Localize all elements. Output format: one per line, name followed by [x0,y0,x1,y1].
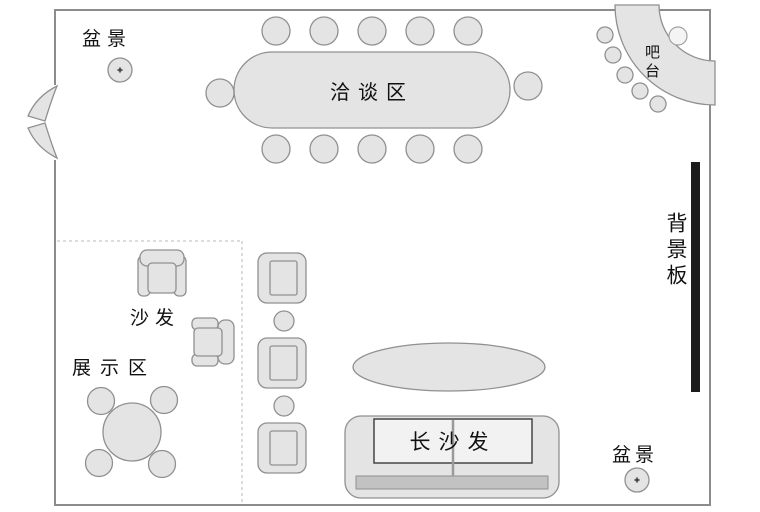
chair [309,16,339,46]
square-chair [257,252,307,304]
door-leaf [27,122,59,160]
plant-top-label: 盆景 [82,29,133,50]
bar-label: 吧台 [643,44,660,82]
chair [309,134,339,164]
bar-stool [649,95,667,113]
chair [405,134,435,164]
bar-sink [668,26,688,46]
chair-row [257,252,307,474]
backdrop-label: 背景板 [664,212,687,290]
chair [453,134,483,164]
chair [405,16,435,46]
round-table [102,402,162,462]
display-area-boundary [57,240,243,504]
bar-stool [596,26,614,44]
display-table-set [84,385,179,479]
backdrop-board [691,162,700,392]
sofa-label: 沙发 [130,308,181,329]
bar-stool [616,66,634,84]
chair [513,71,543,101]
potted-plant-top [107,57,133,83]
bar-counter-shape [614,4,716,106]
chair [205,78,235,108]
chair [261,16,291,46]
chair [357,134,387,164]
long-sofa [344,415,560,499]
side-table [273,395,295,417]
chair [261,134,291,164]
meeting-area-label: 洽谈区 [330,81,414,104]
square-chair [257,422,307,474]
chair [86,386,116,416]
chair [357,16,387,46]
long-sofa-label: 长沙发 [409,431,497,454]
meeting-chairs [205,16,543,164]
door-swing [27,84,59,160]
bar-stool [631,82,649,100]
armchair [191,317,235,367]
room-walls [54,9,711,506]
chair [453,16,483,46]
display-area-label: 展示区 [72,358,157,379]
oval-table [352,342,546,392]
chair [84,448,114,478]
chair [149,385,179,415]
door-leaf [27,84,59,122]
long-sofa-seat [355,475,549,490]
bar-counter [596,4,716,113]
potted-plant-bottom [624,467,650,493]
armchair [137,249,187,297]
side-table [273,310,295,332]
chair [147,449,177,479]
square-chair [257,337,307,389]
plant-bottom-label: 盆景 [612,445,659,466]
bar-stool [604,46,622,64]
